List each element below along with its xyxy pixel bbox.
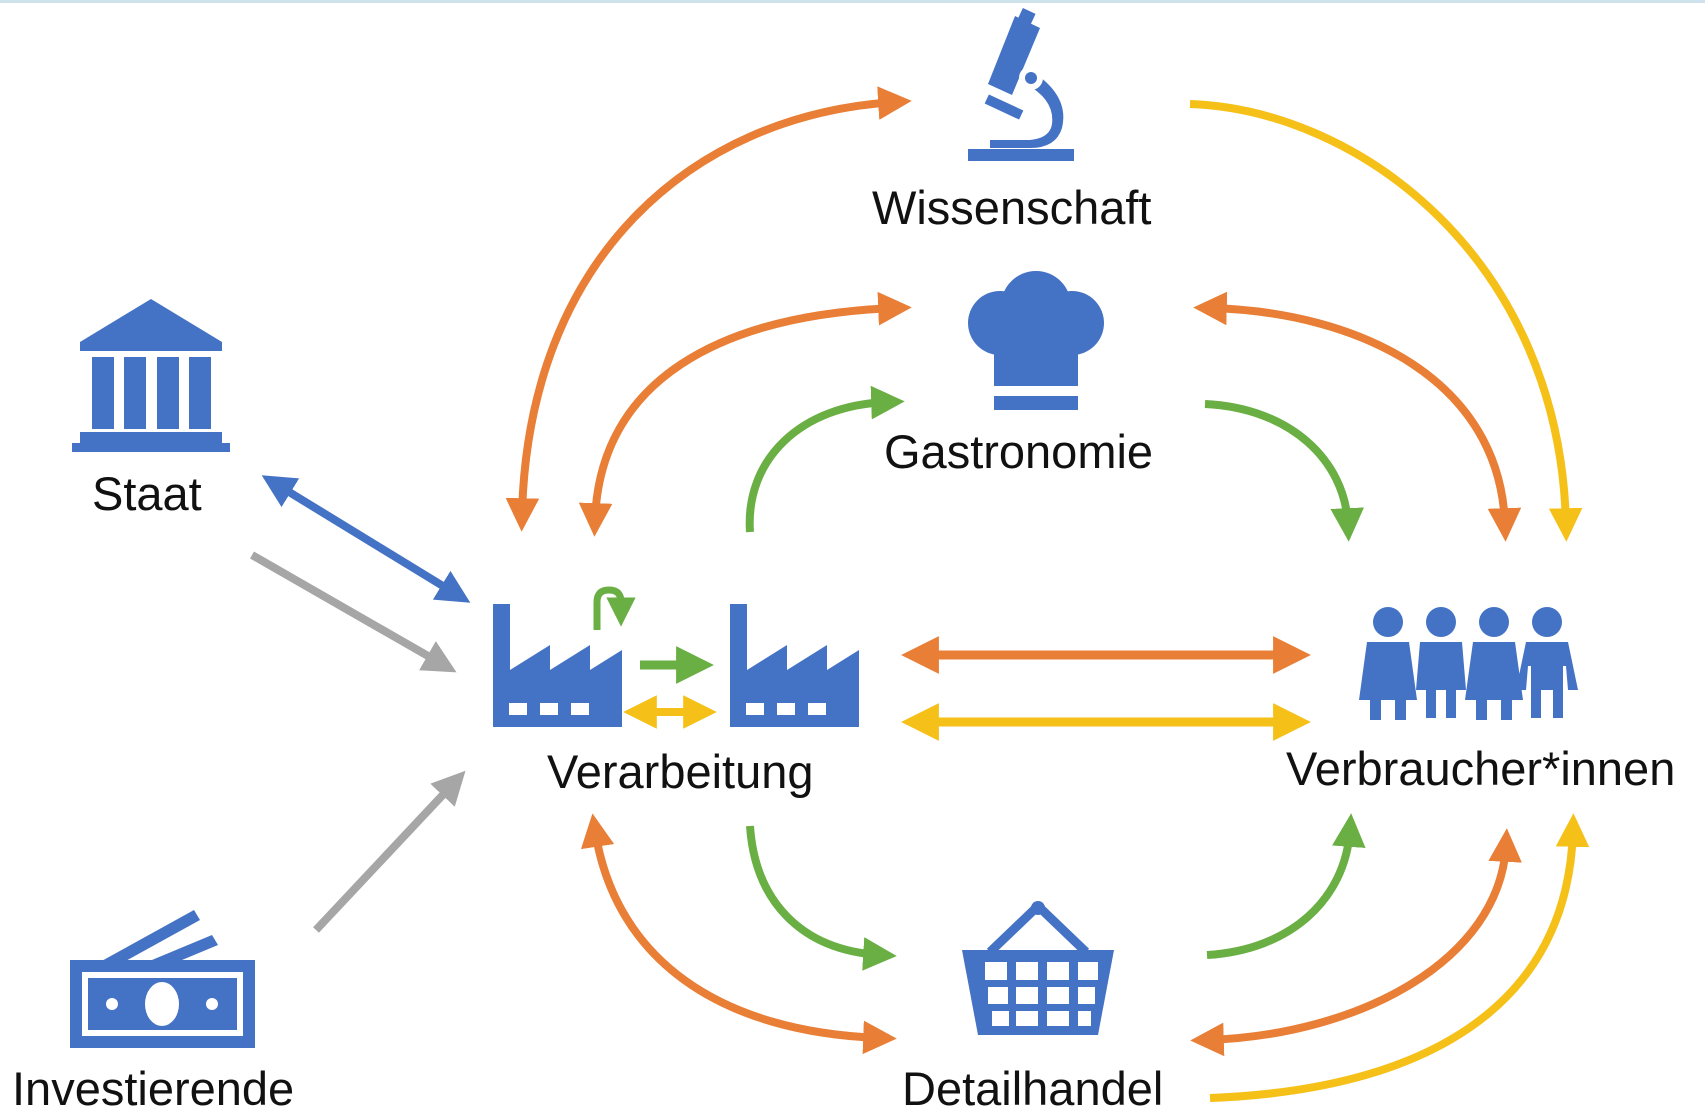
detailhandel-label: Detailhandel <box>902 1062 1164 1115</box>
arrow-investierende-to-verarbeitung <box>313 770 466 933</box>
factory-icon <box>493 604 622 727</box>
arrow-wissenschaft-to-verbraucher <box>1189 100 1583 542</box>
shopping-basket-icon <box>962 901 1114 1035</box>
arrow-staat-to-verarbeitung <box>250 551 457 673</box>
staat-label: Staat <box>92 467 202 520</box>
arrow-detailhandel-verbraucher <box>1190 828 1522 1057</box>
arrow-detailhandel-to-verbraucher-yellow <box>1209 813 1590 1102</box>
gastronomie-label: Gastronomie <box>884 425 1154 478</box>
investierende-label: Investierende <box>12 1062 295 1115</box>
arrow-verarbeitung-detailhandel <box>580 813 897 1055</box>
people-group-icon <box>1359 607 1578 720</box>
arrow-detailhandel-to-verbraucher <box>1206 813 1366 959</box>
person-1 <box>1359 607 1417 720</box>
top-border <box>0 0 1705 3</box>
arrow-gastronomie-verbraucher <box>1193 291 1522 542</box>
arrow-gastronomie-verarbeitung <box>578 291 912 537</box>
person-2 <box>1416 607 1466 718</box>
person-3 <box>1465 607 1523 720</box>
arrow-verarbeitung-to-detailhandel <box>746 825 897 971</box>
factory-secondary-icon <box>730 604 859 727</box>
wissenschaft-label: Wissenschaft <box>872 181 1152 234</box>
microscope-icon <box>968 7 1074 161</box>
person-4 <box>1516 607 1578 718</box>
factory-transfer-arrows <box>593 586 717 729</box>
verarbeitung-label: Verarbeitung <box>547 745 814 798</box>
government-building-icon <box>72 299 230 452</box>
verbraucher-label: Verbraucher*innen <box>1286 742 1676 795</box>
arrow-verarbeitung-to-gastronomie <box>745 385 905 533</box>
arrow-gastronomie-to-verbraucher <box>1204 400 1364 542</box>
arrow-wissenschaft-verarbeitung <box>505 86 912 532</box>
banknotes-icon <box>70 910 255 1048</box>
arrow-staat-verarbeitung <box>261 475 471 603</box>
recycle-arrow-icon <box>593 586 636 630</box>
chef-hat-icon <box>968 271 1104 410</box>
